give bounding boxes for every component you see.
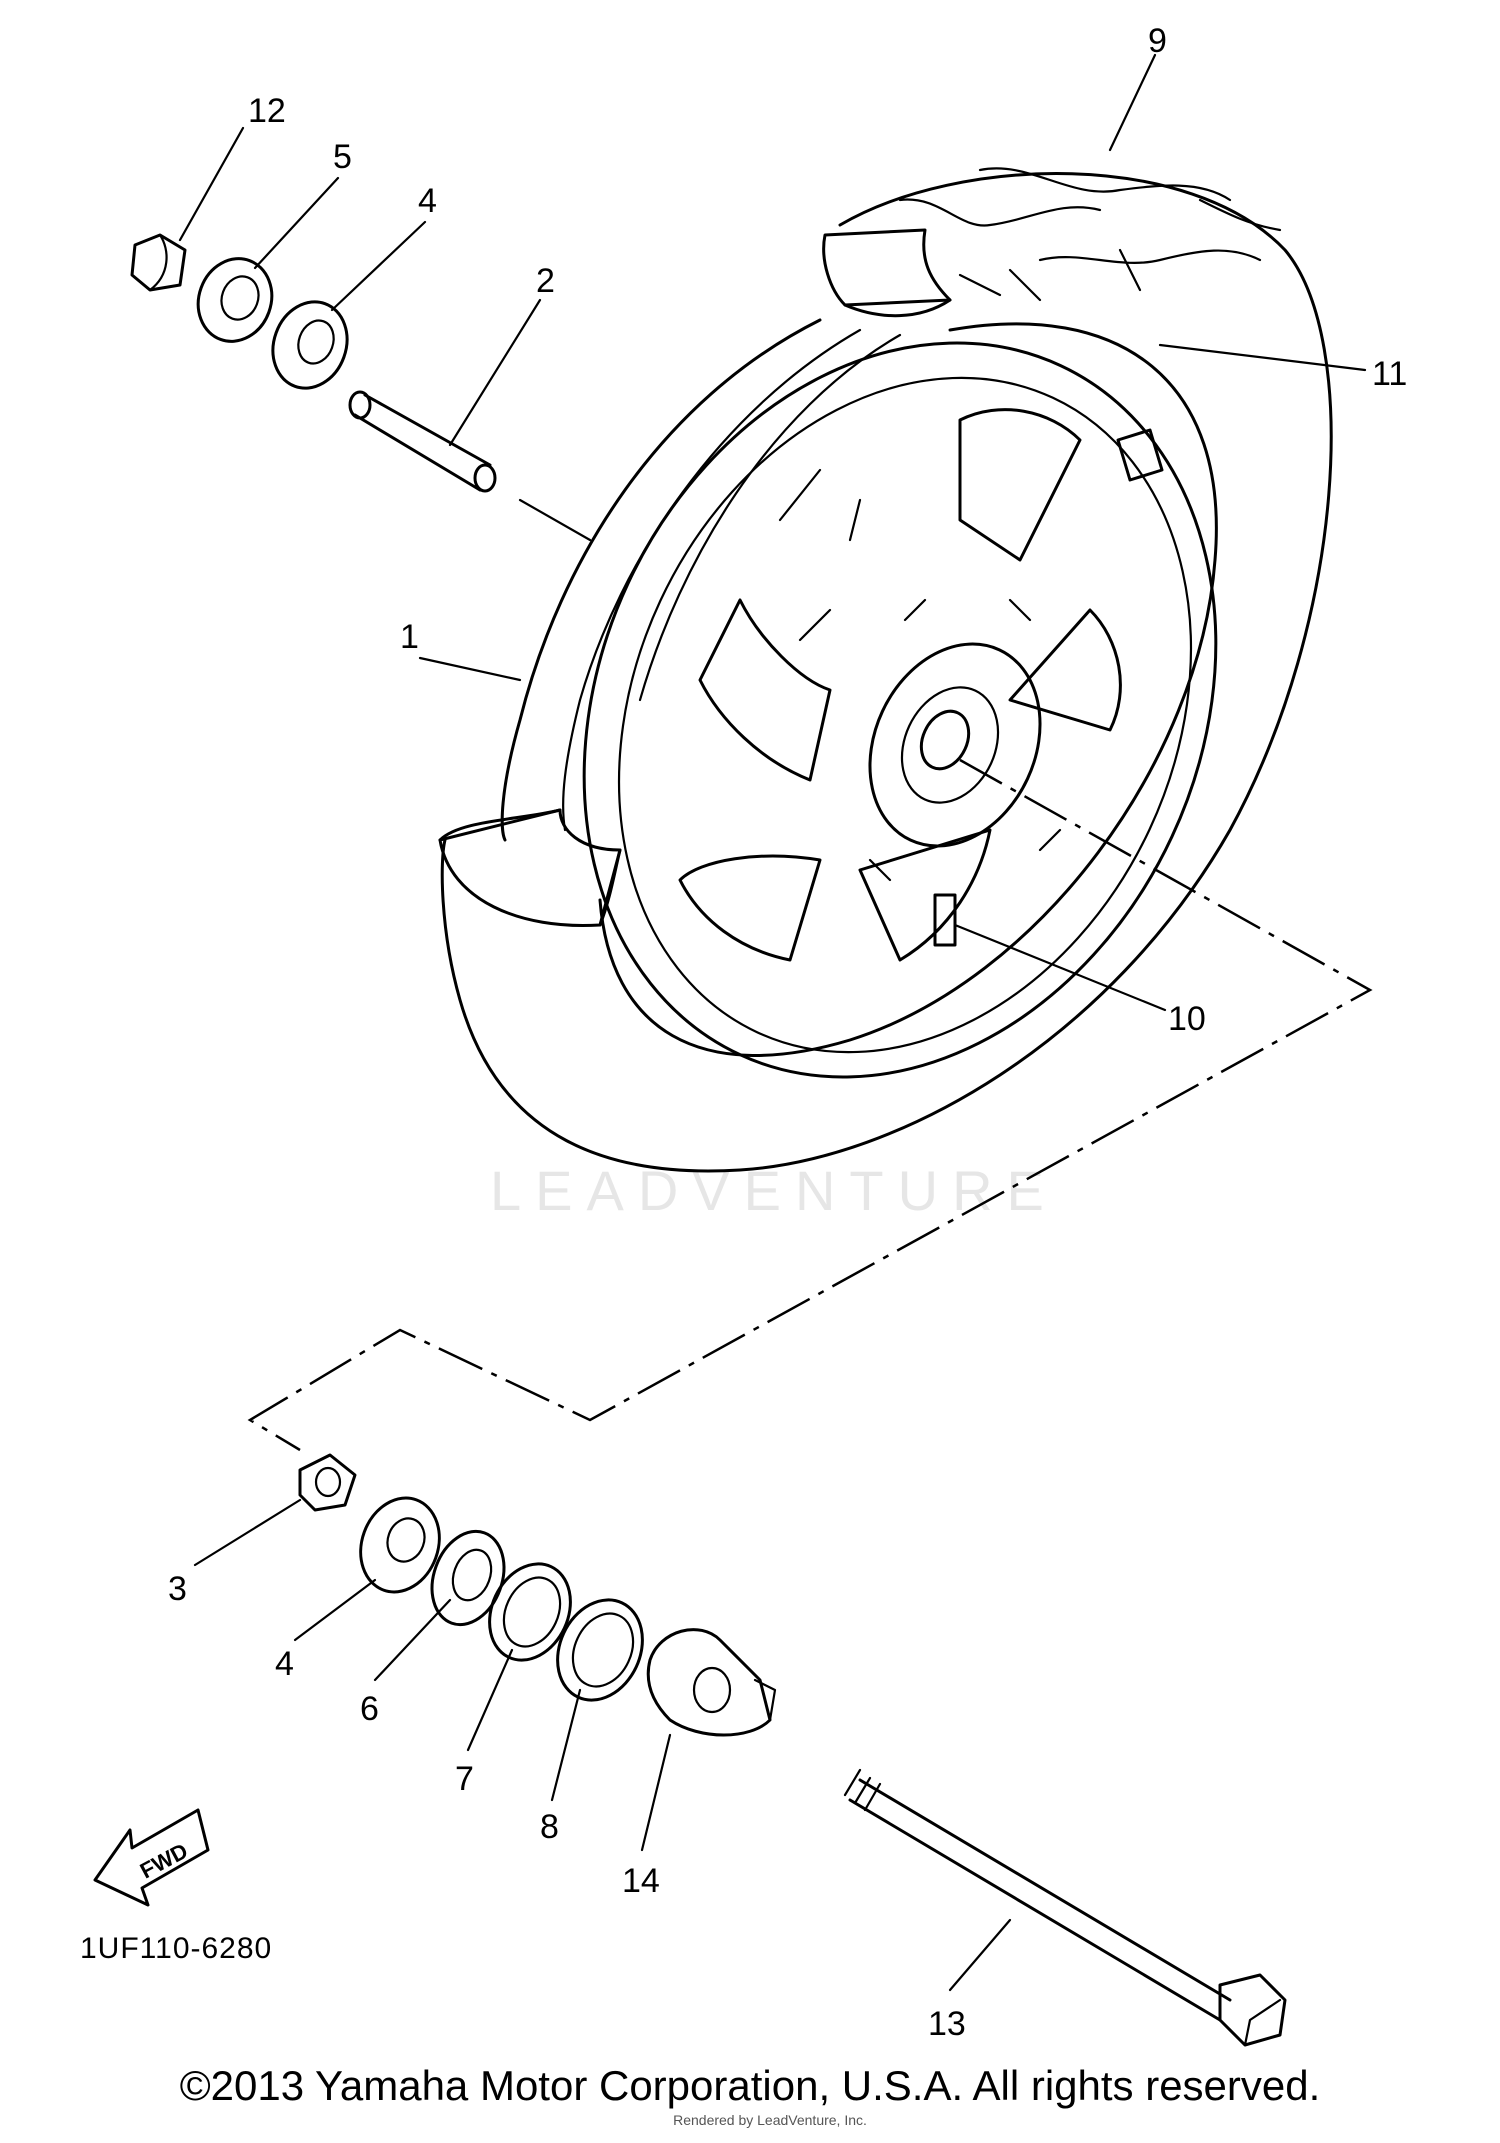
callout-4-lower: 4 bbox=[275, 1645, 294, 1683]
leader-lines bbox=[178, 53, 1367, 1992]
render-credit: Rendered by LeadVenture, Inc. bbox=[673, 2112, 867, 2128]
meter-gear-unit-part-14[interactable] bbox=[646, 1628, 777, 1737]
callout-4-upper: 4 bbox=[418, 182, 437, 220]
oil-seal-part-5[interactable] bbox=[187, 248, 283, 352]
callout-3: 3 bbox=[168, 1570, 187, 1608]
callout-1: 1 bbox=[400, 618, 419, 656]
copyright-notice: ©2013 Yamaha Motor Corporation, U.S.A. A… bbox=[179, 2062, 1321, 2109]
callout-14: 14 bbox=[622, 1862, 660, 1900]
callout-5: 5 bbox=[333, 138, 352, 176]
diagram-part-code: 1UF110-6280 bbox=[80, 1932, 272, 1965]
callout-numbers: 12 5 4 2 9 11 1 10 3 4 6 7 8 14 13 bbox=[168, 22, 1407, 2043]
forward-direction-arrow: FWD bbox=[93, 1808, 210, 1907]
bearing-part-4-upper[interactable] bbox=[261, 291, 359, 398]
wheel-assembly[interactable] bbox=[438, 167, 1333, 1181]
callout-13: 13 bbox=[928, 2005, 966, 2043]
callout-7: 7 bbox=[455, 1760, 474, 1798]
axle-centerline-upper bbox=[518, 498, 592, 542]
callout-11: 11 bbox=[1372, 355, 1407, 393]
collar-part-12[interactable] bbox=[130, 233, 187, 292]
callout-12: 12 bbox=[248, 92, 286, 130]
spacer-part-2[interactable] bbox=[348, 390, 497, 493]
axle-centerline bbox=[247, 758, 1373, 1452]
axle-bolt-part-13[interactable] bbox=[843, 1768, 1287, 2047]
callout-6: 6 bbox=[360, 1690, 379, 1728]
collar-part-3[interactable] bbox=[298, 1453, 357, 1512]
callout-2: 2 bbox=[536, 262, 555, 300]
callout-10: 10 bbox=[1168, 1000, 1206, 1038]
watermark-text: LEADVENTURE bbox=[490, 1159, 1058, 1222]
callout-9: 9 bbox=[1148, 22, 1167, 60]
bearing-part-4-lower[interactable] bbox=[348, 1487, 452, 1603]
callout-8: 8 bbox=[540, 1808, 559, 1846]
